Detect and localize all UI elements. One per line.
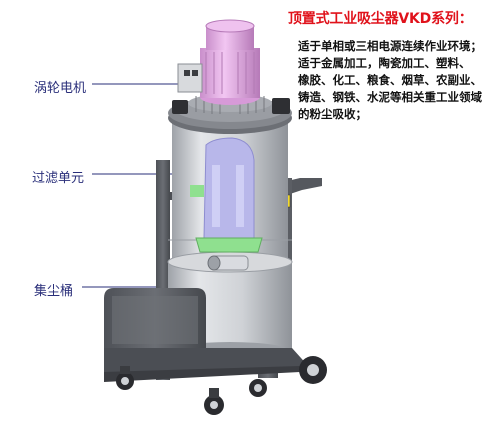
filter-unit-cutaway	[190, 137, 263, 271]
description-line: 适于金属加工，陶瓷加工、塑料、	[298, 56, 471, 70]
product-title: 顶置式工业吸尘器VKD系列：	[288, 11, 473, 27]
description-line: 的粉尘吸收；	[298, 107, 367, 121]
tank-lid	[168, 93, 292, 134]
description-line: 适于单相或三相电源连续作业环境；	[298, 39, 482, 53]
label-dust-bucket: 集尘桶	[34, 284, 74, 299]
turbine-motor	[177, 19, 260, 105]
label-filter-unit: 过滤单元	[32, 171, 85, 186]
description-line: 橡胶、化工、粮食、烟草、农副业、	[298, 73, 482, 87]
control-box	[177, 63, 203, 93]
product-description: 适于单相或三相电源连续作业环境； 适于金属加工，陶瓷加工、塑料、 橡胶、化工、粮…	[298, 38, 496, 123]
label-turbine-motor: 涡轮电机	[34, 81, 87, 96]
description-line: 铸造、钢铁、水泥等相关重工业领域	[298, 90, 482, 104]
dust-bucket-cart	[104, 288, 310, 382]
wheels	[116, 356, 327, 415]
